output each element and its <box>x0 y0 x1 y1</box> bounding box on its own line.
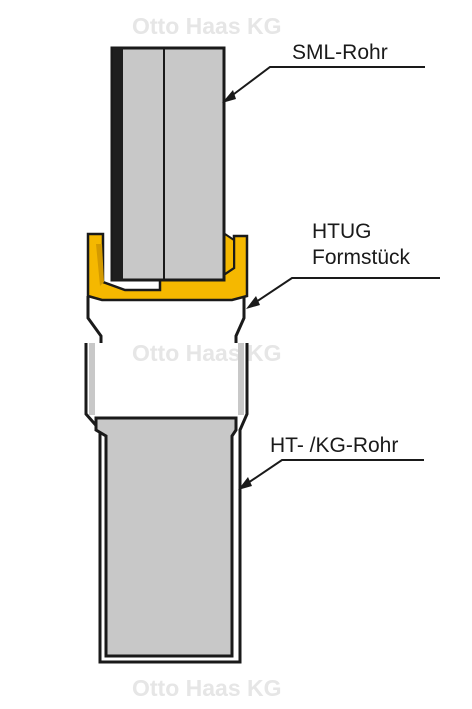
watermark-middle: Otto Haas KG <box>132 340 282 366</box>
leader-ht-kg <box>241 459 424 488</box>
leader-htug-arrow <box>246 296 260 309</box>
htug-neck-right <box>234 296 246 343</box>
label-ht-kg-rohr: HT- /KG-Rohr <box>270 434 399 457</box>
sml-rohr-dark-wall <box>113 48 123 280</box>
ht-kg-rohr-body <box>94 416 238 658</box>
htug-seal-lip <box>96 244 104 286</box>
label-sml-rohr: SML-Rohr <box>292 41 388 64</box>
label-htug-line1: HTUG <box>312 220 372 243</box>
watermark-top: Otto Haas KG <box>132 13 282 39</box>
ht-kg-socket-wall <box>84 343 249 664</box>
ht-kg-socket-inner-right <box>238 343 244 415</box>
leader-sml-arrow <box>222 90 236 103</box>
htug-neck-left <box>86 296 103 343</box>
label-htug-line2: Formstück <box>312 246 411 269</box>
watermark-bottom: Otto Haas KG <box>132 675 282 701</box>
leader-htug <box>249 277 440 307</box>
leader-ht-kg-arrow <box>238 477 252 490</box>
leader-sml <box>225 66 425 101</box>
ht-kg-socket-inner <box>89 343 95 415</box>
sml-rohr-body <box>110 46 226 282</box>
